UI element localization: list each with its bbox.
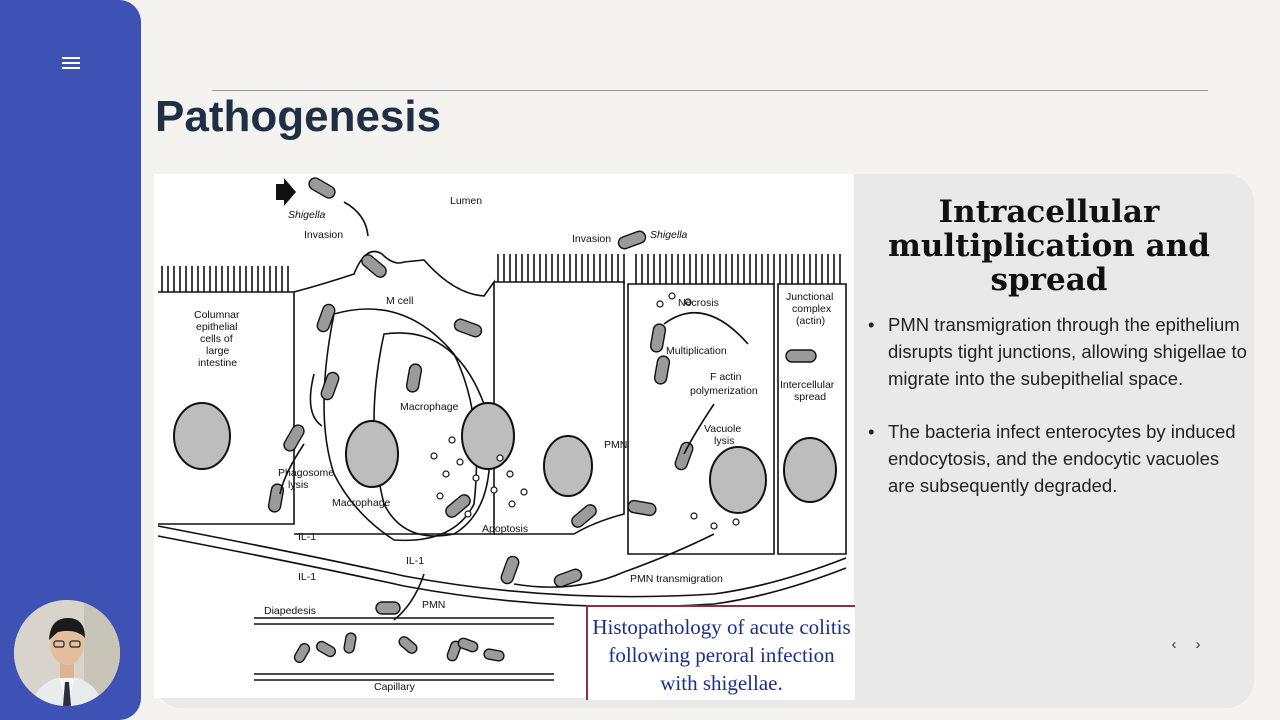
enterocyte-center xyxy=(494,281,625,535)
label-m-cell: M cell xyxy=(386,295,413,307)
bullet-item: The bacteria infect enterocytes by induc… xyxy=(868,418,1248,499)
figure-caption-box: Histopathology of acute colitis followin… xyxy=(586,605,855,700)
menu-icon[interactable] xyxy=(58,52,84,74)
label-cells-of: cells of xyxy=(200,333,233,345)
label-lysis: lysis xyxy=(714,435,734,447)
label-pmn-center: PMN xyxy=(604,439,627,451)
next-slide-button[interactable]: › xyxy=(1195,636,1201,653)
microvilli-left xyxy=(161,266,289,292)
figure-drawing: Shigella Invasion Lumen Invasion Shigell… xyxy=(157,177,847,693)
label-il1-c: IL-1 xyxy=(298,571,316,583)
label-phagosome-lysis: lysis xyxy=(288,479,308,491)
label-intestine: intestine xyxy=(198,357,237,369)
label-vacuole: Vacuole xyxy=(704,423,741,435)
panel-title: Intracellular multiplication and spread xyxy=(888,194,1210,298)
enterocyte-far-right xyxy=(777,283,847,555)
label-macrophage-upper: Macrophage xyxy=(400,401,459,413)
label-epithelial: epithelial xyxy=(196,321,237,333)
label-columnar: Columnar xyxy=(194,309,240,321)
label-invasion-right: Invasion xyxy=(572,233,611,245)
capillary-wall-bottom xyxy=(254,673,554,681)
label-shigella-right: Shigella xyxy=(650,229,688,241)
label-f-actin: F actin xyxy=(710,371,742,383)
label-complex: complex xyxy=(792,303,832,315)
label-large: large xyxy=(206,345,230,357)
label-actin: (actin) xyxy=(796,315,825,327)
label-macrophage-lower: Macrophage xyxy=(332,497,391,509)
bullet-list: PMN transmigration through the epitheliu… xyxy=(868,311,1248,525)
sidebar xyxy=(0,0,141,720)
label-il1-a: IL-1 xyxy=(298,531,316,543)
label-phagosome: Phagosome xyxy=(278,467,334,479)
label-junctional: Junctional xyxy=(786,291,833,303)
label-apoptosis: Apoptosis xyxy=(482,523,528,535)
entry-arrow-icon xyxy=(276,178,296,206)
label-capillary: Capillary xyxy=(374,681,416,693)
label-spread: spread xyxy=(794,391,826,403)
label-lumen: Lumen xyxy=(450,195,482,207)
microvilli-right xyxy=(497,254,841,284)
page-title: Pathogenesis xyxy=(155,92,442,141)
label-polymerization: polymerization xyxy=(690,385,758,397)
presenter-avatar xyxy=(14,600,120,706)
figure-caption: Histopathology of acute colitis followin… xyxy=(592,615,851,695)
label-pmn-bottom: PMN xyxy=(422,599,445,611)
columnar-cell xyxy=(158,291,295,525)
label-shigella-left: Shigella xyxy=(288,209,326,221)
enterocyte-right xyxy=(627,283,775,555)
title-rule xyxy=(212,90,1208,91)
label-il1-b: IL-1 xyxy=(406,555,424,567)
capillary-wall-top xyxy=(254,617,554,625)
bullet-item: PMN transmigration through the epitheliu… xyxy=(868,311,1248,392)
label-pmn-transmigration: PMN transmigration xyxy=(630,573,723,585)
label-necrosis: Necrosis xyxy=(678,297,719,309)
prev-slide-button[interactable]: ‹ xyxy=(1171,636,1177,653)
label-invasion-left: Invasion xyxy=(304,229,343,241)
label-intercellular: Intercellular xyxy=(780,379,835,391)
label-diapedesis: Diapedesis xyxy=(264,605,316,617)
label-multiplication: Multiplication xyxy=(666,345,727,357)
m-cell xyxy=(293,250,495,535)
